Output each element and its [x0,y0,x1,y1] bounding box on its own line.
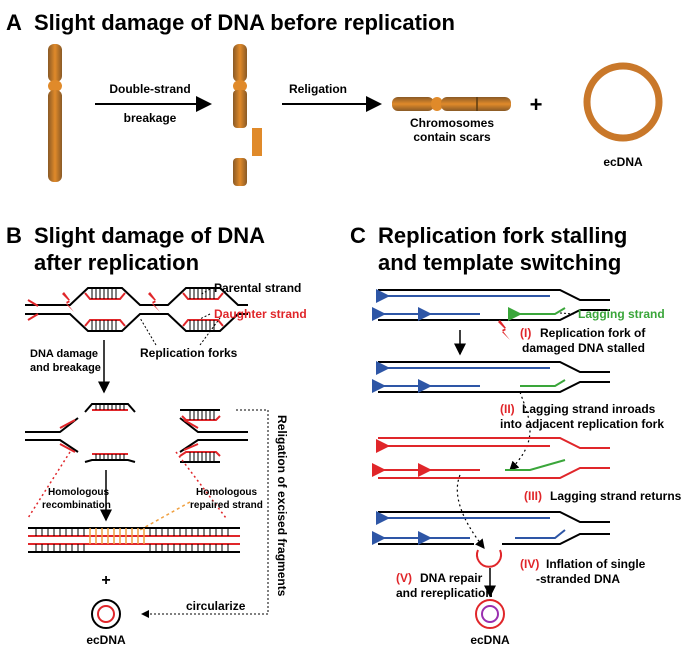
circularize-label: circularize [186,599,246,613]
fork-stage-1 [372,289,610,321]
step2-text-2: into adjacent replication fork [500,417,664,431]
step5-text-2: and rereplication [396,586,493,600]
ecdna-label-b: ecDNA [86,633,126,647]
religation-label: Religation [289,82,347,96]
panel-a-letter: A [6,10,22,35]
homologous-label: Homologous [48,487,110,498]
chromosomes-label: Chromosomes [410,116,494,130]
damage-bolt-icon [148,292,160,312]
panel-c-title-2: and template switching [378,250,621,275]
breakage-label-b: and breakage [30,362,101,374]
repaired-strand-label: repaired strand [190,500,263,511]
religation-vertical-label: Religation of excised fragments [275,415,289,597]
step1-text-2: damaged DNA stalled [522,341,645,355]
step1-text-1: Replication fork of [540,326,646,340]
contain-scars-label: contain scars [413,130,491,144]
panel-c-title-1: Replication fork stalling [378,223,627,248]
fork-stage-2 [372,361,610,393]
step3-num: (III) [524,489,542,503]
scarred-chromosome [392,97,511,111]
fork-stage-3 [372,437,610,479]
step5-num: (V) [396,571,412,585]
plus-sign: + [530,92,543,117]
double-strand-label: Double-strand [109,82,190,96]
step4-num: (IV) [520,557,539,571]
lagging-strand-label: Lagging strand [578,307,665,321]
ecdna-outer-c [475,599,505,629]
broken-molecule [25,409,248,463]
plus-sign-b: + [101,572,110,589]
panel-a: A Slight damage of DNA before replicatio… [6,10,663,186]
ecdna-label-c: ecDNA [470,633,510,647]
panel-b-letter: B [6,223,22,248]
fork-stage-4 [372,511,610,568]
step4-text-2: -stranded DNA [536,572,620,586]
homologous-repaired-label: Homologous [196,487,258,498]
step4-text-1: Inflation of single [546,557,646,571]
replication-forks-label: Replication forks [140,346,238,360]
broken-chromosome [233,44,262,186]
ecdna-inner-c [481,605,499,623]
step3-text: Lagging strand returns [550,489,682,503]
step1-num: (I) [520,326,531,340]
step2-text-1: Lagging strand inroads [522,402,656,416]
return-path [456,474,485,549]
parental-strand-label: Parental strand [214,281,301,295]
intact-chromosome [48,44,62,182]
panel-b-title-2: after replication [34,250,199,275]
dna-damage-label: DNA damage [30,348,98,360]
step2-num: (II) [500,402,515,416]
damage-bolt-icon [62,292,74,312]
breakage-label: breakage [124,111,177,125]
panel-b: B Slight damage of DNA after replication… [6,223,307,647]
ecdna-inner-b [97,605,115,623]
religation-path [141,409,269,618]
recombination-label: recombination [42,500,111,511]
step5-text-1: DNA repair [420,571,483,585]
panel-c: C Replication fork stalling and template… [350,223,682,647]
excised-fragment [84,403,136,413]
panel-c-letter: C [350,223,366,248]
ecdna-ring [583,62,663,142]
daughter-strand-label: Daughter strand [214,307,307,321]
damage-bolt-icon [498,320,510,340]
panel-b-title-1: Slight damage of DNA [34,223,265,248]
ecdna-label-a: ecDNA [603,155,643,169]
ecdna-outer-b [91,599,121,629]
repaired-duplex [28,527,240,553]
panel-a-title: Slight damage of DNA before replication [34,10,455,35]
